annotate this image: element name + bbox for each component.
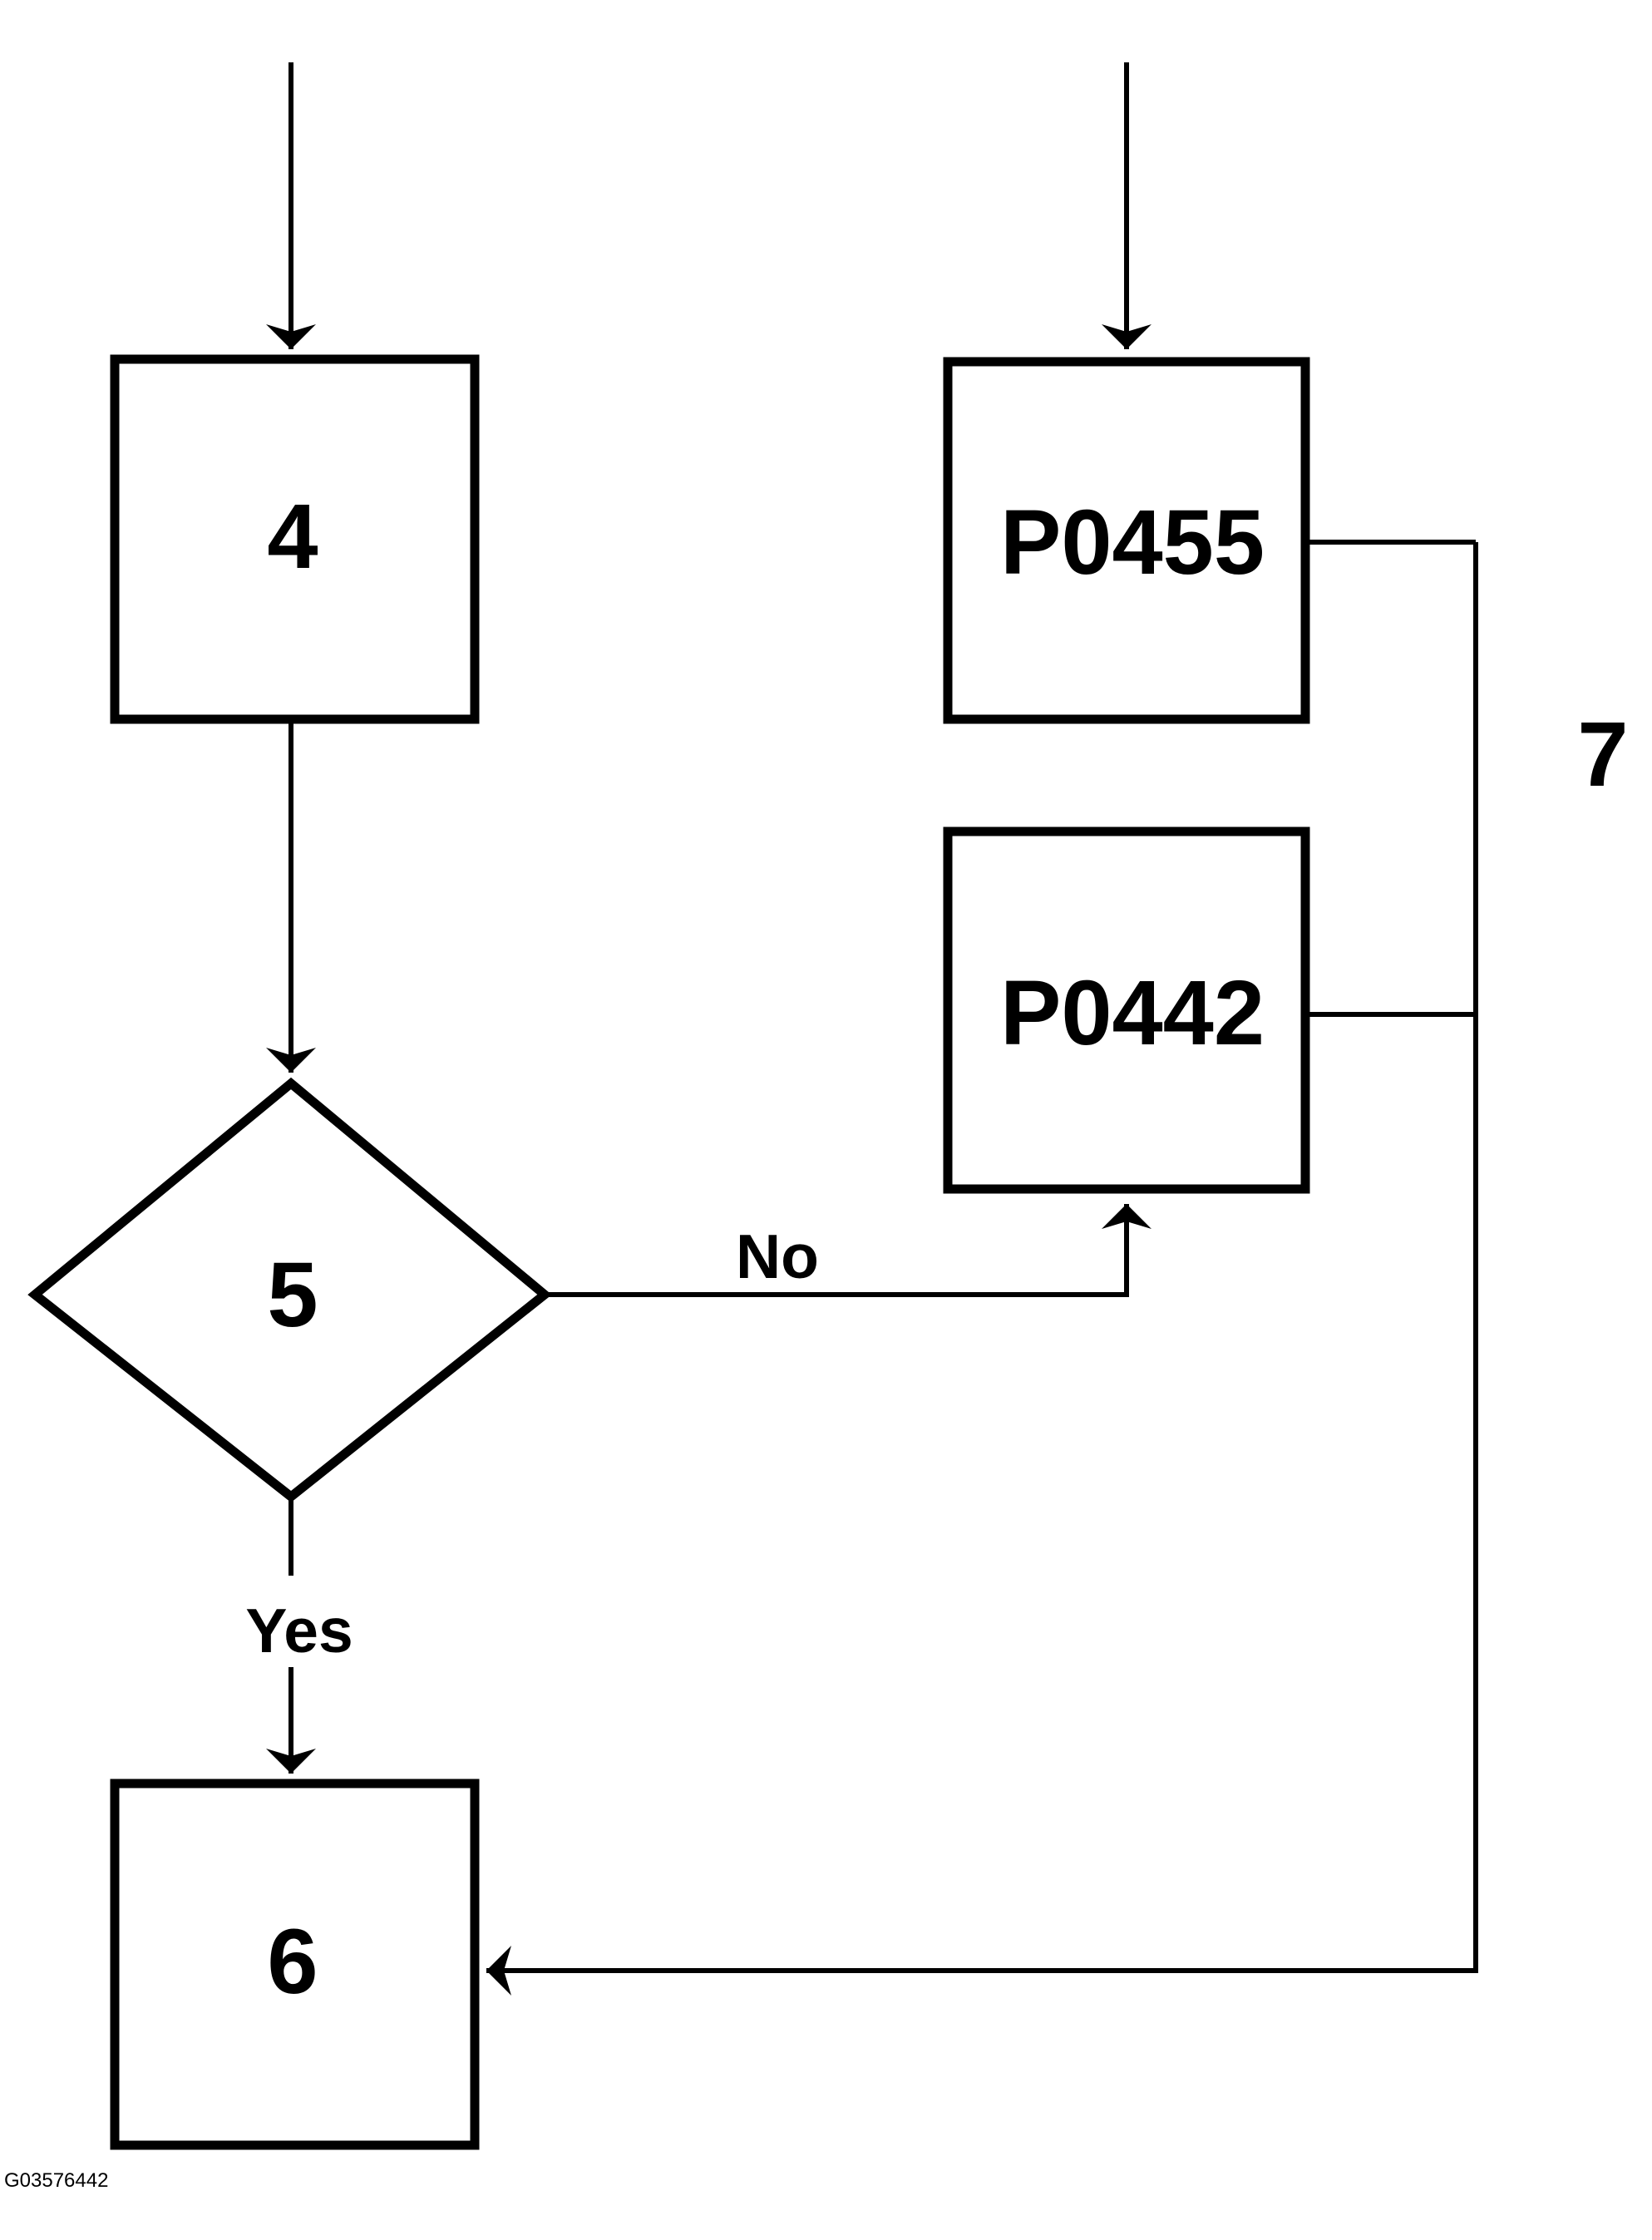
figure-id: G03576442 <box>4 2169 108 2192</box>
p0455-label: P0455 <box>1000 491 1265 594</box>
p0442-label: P0442 <box>1000 962 1265 1064</box>
p0455-box <box>943 357 1310 724</box>
yes-label: Yes <box>245 1596 353 1665</box>
step4-box <box>110 354 480 724</box>
no-label: No <box>736 1221 819 1291</box>
step6-box <box>110 1779 480 2150</box>
step6-label: 6 <box>267 1911 318 2013</box>
group7-label: 7 <box>1577 703 1628 806</box>
step5-label: 5 <box>267 1244 318 1346</box>
p0442-box <box>943 826 1310 1194</box>
step4-label: 4 <box>267 486 318 588</box>
arrow-group7-to-step6 <box>486 542 1478 1996</box>
arrow-no-to-p0442 <box>545 1204 1151 1297</box>
